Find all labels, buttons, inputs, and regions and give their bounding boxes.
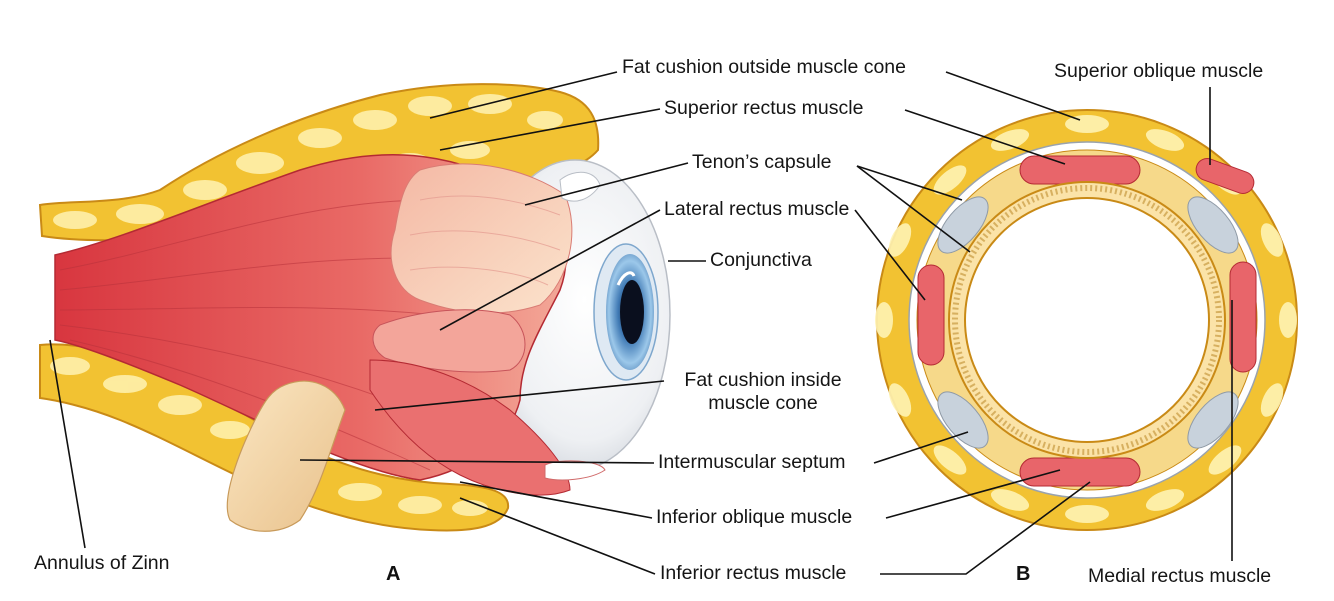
label-medial-rectus: Medial rectus muscle [1088,565,1272,587]
label-fat-cushion-outside: Fat cushion outside muscle cone [622,56,906,78]
label-superior-rectus: Superior rectus muscle [664,97,864,119]
intermuscular-septum-sheet [226,380,346,532]
superior-rectus-tendon [390,163,573,314]
lower-fat-highlights [50,357,488,516]
label-annulus-of-zinn: Annulus of Zinn [34,552,170,574]
globe-section [964,197,1210,443]
pupil [620,280,644,344]
panel-label-a: A [386,563,401,585]
label-conjunctiva: Conjunctiva [710,249,812,271]
label-fat-cushion-inside-line2: muscle cone [708,392,818,414]
label-tenons-capsule: Tenon’s capsule [692,151,832,173]
septum-segments [937,196,1239,449]
label-inferior-rectus: Inferior rectus muscle [660,562,847,584]
label-fat-cushion-inside-line1: Fat cushion inside [684,369,842,391]
panel-label-b: B [1016,563,1031,585]
side-view-illustration [38,83,671,532]
label-intermuscular-septum: Intermuscular septum [658,451,846,473]
leader-lines [49,71,1233,575]
label-superior-oblique: Superior oblique muscle [1054,60,1264,82]
lateral-rectus [372,309,526,373]
label-lateral-rectus: Lateral rectus muscle [664,198,850,220]
label-inferior-oblique: Inferior oblique muscle [656,506,853,528]
muscle-segments [917,155,1257,487]
cross-section-illustration [875,109,1298,531]
label-fat-cushion-inside: Fat cushion inside muscle cone [668,369,858,415]
